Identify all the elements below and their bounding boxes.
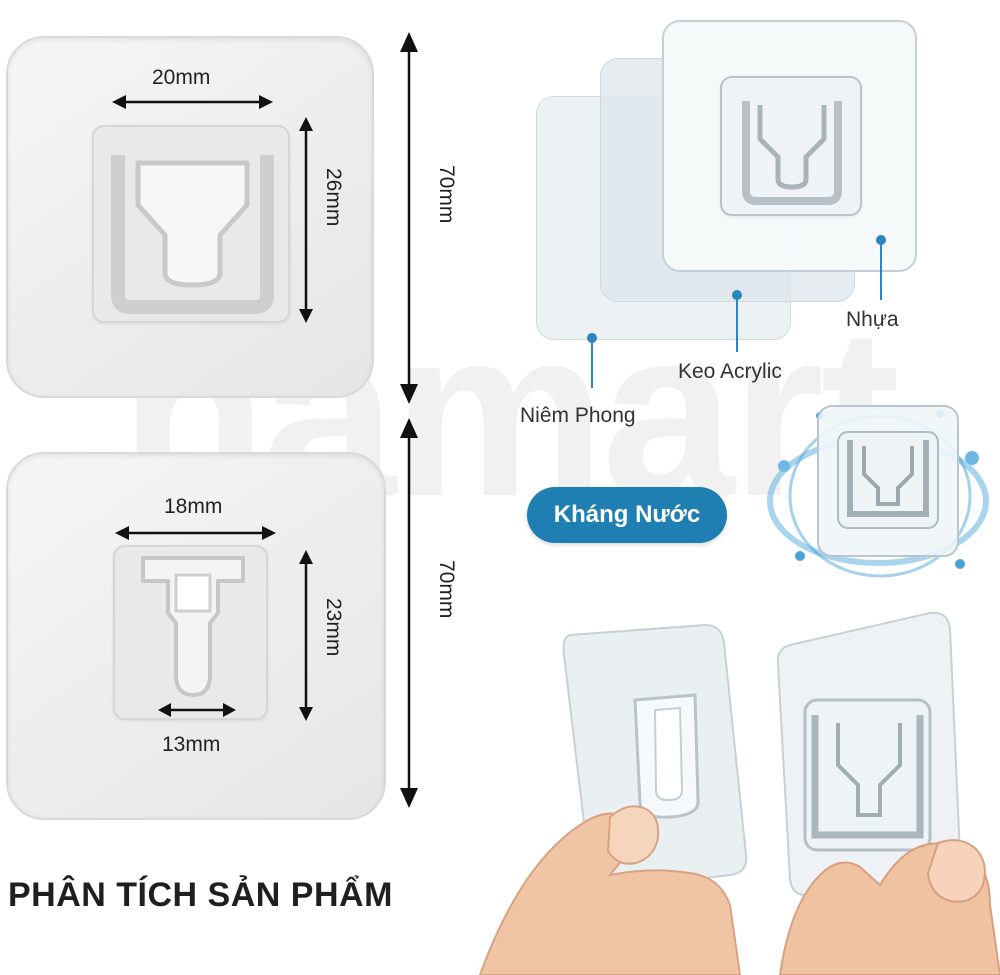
large-height-label: 26mm (322, 168, 345, 227)
large-hook-icon (111, 155, 274, 314)
water-splash-icon (767, 405, 989, 578)
large-width-arrow (112, 95, 273, 109)
large-pad-label: 70mm (435, 165, 458, 224)
small-height-label: 23mm (322, 598, 345, 657)
large-width-label: 20mm (152, 66, 211, 89)
small-hook-icon (141, 556, 245, 697)
small-height-arrow (299, 550, 313, 721)
small-width-arrow (115, 526, 276, 540)
large-height-arrow (299, 117, 313, 323)
page-title: PHÂN TÍCH SẢN PHẨM (8, 876, 393, 914)
small-pad-label: 70mm (435, 560, 458, 619)
seal-label: Niêm Phong (520, 404, 636, 427)
plastic-label: Nhựa (846, 308, 899, 331)
hands-holding-hooks-image (478, 611, 1000, 975)
small-inner-arrow (158, 703, 236, 717)
layer-pointers (587, 235, 886, 388)
layer-hook-icon (742, 101, 842, 205)
small-pad-arrow (400, 418, 418, 808)
small-inner-label: 13mm (162, 733, 221, 756)
small-width-label: 18mm (164, 495, 223, 518)
adhesive-label: Keo Acrylic (678, 360, 782, 383)
large-pad-arrow (400, 32, 418, 404)
water-resistant-badge: Kháng Nước (527, 487, 727, 543)
